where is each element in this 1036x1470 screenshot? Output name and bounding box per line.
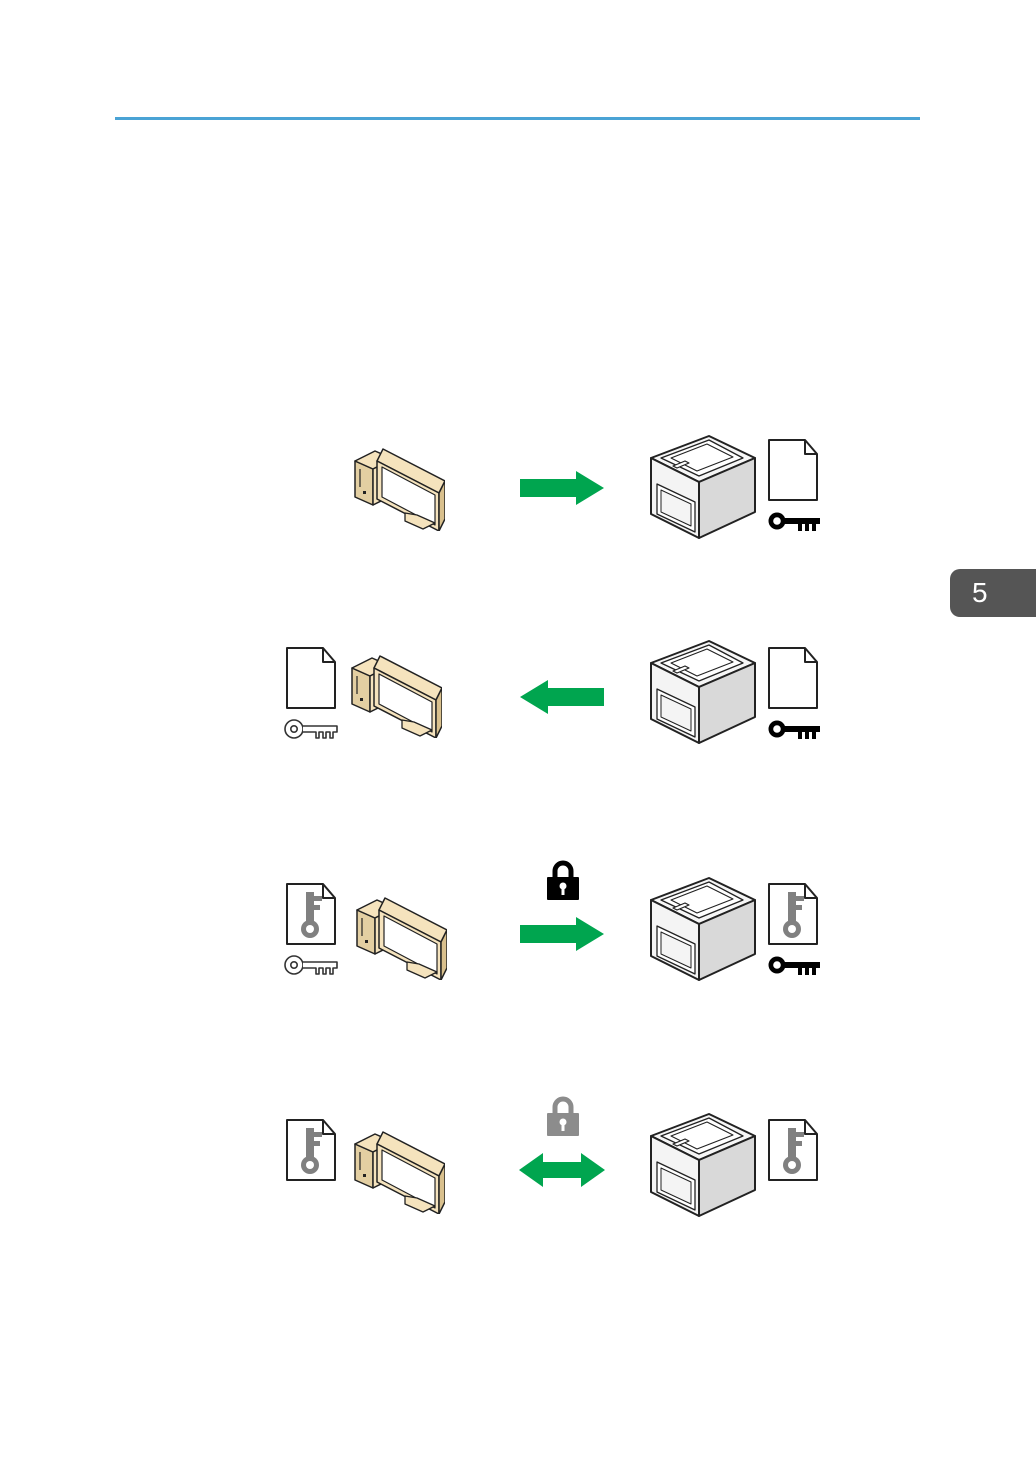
bidirectional-arrow-icon [519,1153,605,1187]
arrow-left-icon [520,680,604,714]
header-rule [115,117,920,120]
printer-icon [649,633,757,745]
filled-key-icon [767,718,821,740]
lock-icon [546,1096,580,1136]
hollow-key-icon [283,718,339,740]
hollow-key-icon [283,954,339,976]
diagram-row-2 [0,632,1036,772]
key-document-icon [285,1118,337,1182]
key-document-icon [285,882,337,946]
arrow-right-icon [520,471,604,505]
diagram-row-1 [0,425,1036,565]
document-icon [285,646,337,710]
computer-icon [350,640,442,738]
filled-key-icon [767,954,821,976]
chapter-number: 5 [972,577,988,609]
printer-icon [649,870,757,982]
diagram-row-3 [0,858,1036,998]
document-icon [767,438,819,502]
key-document-icon [767,1118,819,1182]
lock-icon [546,860,580,900]
arrow-right-icon [520,917,604,951]
printer-icon [649,428,757,540]
computer-icon [353,1116,445,1214]
document-icon [767,646,819,710]
filled-key-icon [767,510,821,532]
key-document-icon [767,882,819,946]
diagram-row-4 [0,1094,1036,1234]
computer-icon [353,433,445,531]
chapter-tab: 5 [950,569,1036,617]
computer-icon [355,882,447,980]
printer-icon [649,1106,757,1218]
